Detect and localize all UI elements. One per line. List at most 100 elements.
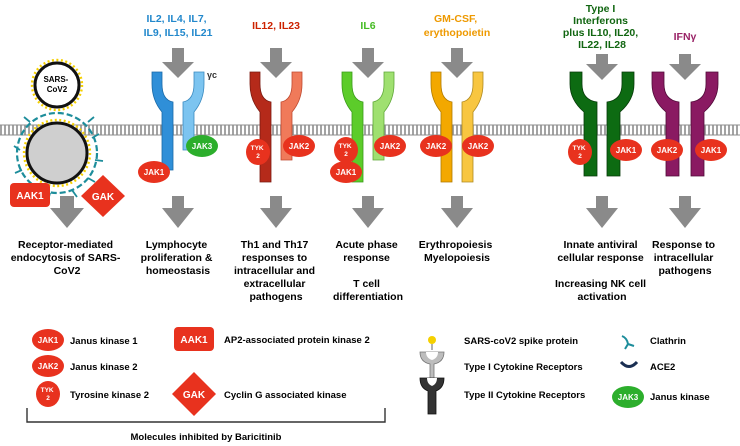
svg-text:Cyclin G associated kinase: Cyclin G associated kinase [224, 390, 347, 401]
outcome-arrow [441, 196, 473, 228]
svg-text:JAK1: JAK1 [336, 168, 357, 177]
outcome-arrow [260, 196, 292, 228]
svg-text:Tyrosine kinase 2: Tyrosine kinase 2 [70, 390, 149, 401]
jak1-badge: JAK1 [695, 139, 727, 161]
il6-title: IL6 [360, 20, 375, 32]
gamma-c-label: γc [207, 70, 217, 80]
legend-jak1: JAK1 Janus kinase 1 [32, 329, 138, 351]
endocytosis-vesicle [13, 111, 104, 202]
outcome-arrow [162, 196, 194, 228]
il12-outcome: Th1 and Th17 responses to intracellular … [234, 239, 318, 303]
svg-text:Type I Cytokine Receptors: Type I Cytokine Receptors [464, 362, 583, 373]
jak2-badge: JAK2 [651, 139, 683, 161]
virion-label: SARS- CoV2 [43, 75, 70, 94]
svg-text:AP2-associated protein kinase: AP2-associated protein kinase 2 [224, 335, 370, 346]
sars-outcome: Receptor-mediated endocytosis of SARS- C… [11, 239, 124, 277]
virion-free: SARS- CoV2 [30, 58, 84, 112]
svg-text:AAK1: AAK1 [180, 335, 208, 346]
jak3-badge: JAK3 [186, 135, 218, 157]
cell-membrane [0, 125, 740, 135]
ligand-arrow [352, 48, 384, 78]
il12-title: IL12, IL23 [252, 20, 300, 32]
outcome-arrow [669, 196, 701, 228]
ifng-title: IFNγ [674, 31, 697, 43]
type1-title: Type I Interferons plus IL10, IL20, IL22… [563, 3, 641, 51]
bracket-caption: Molecules inhibited by Baricitinib [131, 432, 282, 443]
svg-text:JAK1: JAK1 [144, 168, 165, 177]
receptor-chain-green [341, 71, 364, 183]
legend-bracket [26, 408, 386, 423]
svg-text:GAK: GAK [92, 192, 115, 203]
svg-text:JAK2: JAK2 [38, 362, 59, 371]
type1-outcome: Innate antiviral cellular response Incre… [555, 239, 649, 303]
legend-type1-receptor: Type I Cytokine Receptors [419, 351, 583, 385]
svg-text:JAK1: JAK1 [38, 336, 59, 345]
legend-gak: GAK Cyclin G associated kinase [172, 372, 347, 416]
svg-text:AAK1: AAK1 [16, 191, 44, 202]
common-gamma-pathway: IL2, IL4, IL7, IL9, IL15, IL21 γc JAK1 J… [138, 13, 218, 277]
outcome-arrow [586, 196, 618, 228]
svg-text:JAK3: JAK3 [618, 393, 639, 402]
legend-ace2: ACE2 [619, 360, 675, 373]
svg-text:TYK 2: TYK 2 [573, 145, 588, 160]
jak1-badge: JAK1 [138, 161, 170, 183]
svg-text:TYK 2: TYK 2 [339, 143, 354, 158]
jak2-badge: JAK2 [374, 135, 406, 157]
tyk2-badge: TYK 2 [246, 139, 270, 165]
legend-jak3: JAK3 Janus kinase [612, 386, 710, 408]
svg-text:Janus kinase: Janus kinase [650, 392, 710, 403]
common-gamma-outcome: Lymphocyte proliferation & homeostasis [141, 239, 216, 277]
svg-text:TYK 2: TYK 2 [41, 387, 56, 402]
legend-spike: SARS-coV2 spike protein [428, 336, 578, 350]
gak-badge: GAK [81, 175, 125, 217]
gmcsf-outcome: Erythropoiesis Myelopoiesis [419, 239, 495, 264]
tyk2-badge: TYK 2 [568, 139, 592, 165]
type1-ifn-pathway: Type I Interferons plus IL10, IL20, IL22… [555, 3, 649, 303]
ligand-arrow [586, 54, 618, 80]
receptor-chain-orange-2 [461, 71, 484, 183]
common-gamma-title: IL2, IL4, IL7, IL9, IL15, IL21 [144, 13, 213, 39]
svg-text:JAK2: JAK2 [380, 142, 401, 151]
aak1-badge: AAK1 [10, 183, 50, 207]
ligand-arrow [441, 48, 473, 78]
receptor-chain-lightblue [182, 71, 205, 151]
svg-text:Clathrin: Clathrin [650, 336, 686, 347]
ligand-arrow [162, 48, 194, 78]
ligand-arrow [260, 48, 292, 78]
legend-tyk2: TYK 2 Tyrosine kinase 2 [36, 381, 149, 407]
svg-text:JAK2: JAK2 [426, 142, 447, 151]
svg-text:JAK2: JAK2 [289, 142, 310, 151]
svg-text:JAK3: JAK3 [192, 142, 213, 151]
svg-text:SARS-coV2 spike protein: SARS-coV2 spike protein [464, 336, 578, 347]
sars-cov2-pathway: SARS- CoV2 AAK1 GAK Receptor-mediated en… [10, 58, 125, 277]
tyk2-badge: TYK 2 [334, 137, 358, 163]
svg-text:JAK1: JAK1 [616, 146, 637, 155]
legend-type2-receptor: Type II Cytokine Receptors [419, 377, 585, 415]
svg-text:TYK 2: TYK 2 [251, 145, 266, 160]
legend-clathrin: Clathrin [621, 335, 686, 350]
jak2-badge: JAK2 [462, 135, 494, 157]
svg-text:GAK: GAK [183, 390, 206, 401]
gmcsf-pathway: GM-CSF, erythopoietin JAK2 JAK2 Erythrop… [419, 13, 495, 264]
receptor-chain-orange [430, 71, 453, 183]
outcome-arrow [352, 196, 384, 228]
legend-jak2: JAK2 Janus kinase 2 [32, 355, 138, 377]
il12-pathway: IL12, IL23 TYK 2 JAK2 Th1 and Th17 respo… [234, 20, 318, 303]
ligand-arrow [669, 54, 701, 80]
jak1-badge: JAK1 [330, 161, 362, 183]
svg-text:Type II Cytokine Receptors: Type II Cytokine Receptors [464, 390, 585, 401]
jak2-badge: JAK2 [420, 135, 452, 157]
receptor-chain-salmon [280, 71, 303, 161]
legend-aak1: AAK1 AP2-associated protein kinase 2 [174, 327, 370, 351]
ifng-outcome: Response to intracellular pathogens [652, 239, 718, 277]
svg-text:JAK1: JAK1 [701, 146, 722, 155]
legend-right: SARS-coV2 spike protein Clathrin ACE2 Ty… [419, 335, 710, 415]
sars-outcome-arrow [50, 196, 84, 228]
gmcsf-title: GM-CSF, erythopoietin [424, 13, 491, 39]
svg-text:Janus kinase 1: Janus kinase 1 [70, 336, 138, 347]
il6-pathway: IL6 TYK 2 JAK1 JAK2 Acute phase response… [330, 20, 406, 303]
svg-text:JAK2: JAK2 [468, 142, 489, 151]
receptor-chain-lightgreen [372, 71, 395, 161]
svg-text:ACE2: ACE2 [650, 362, 675, 373]
il6-outcome: Acute phase response T cell differentiat… [333, 239, 403, 303]
